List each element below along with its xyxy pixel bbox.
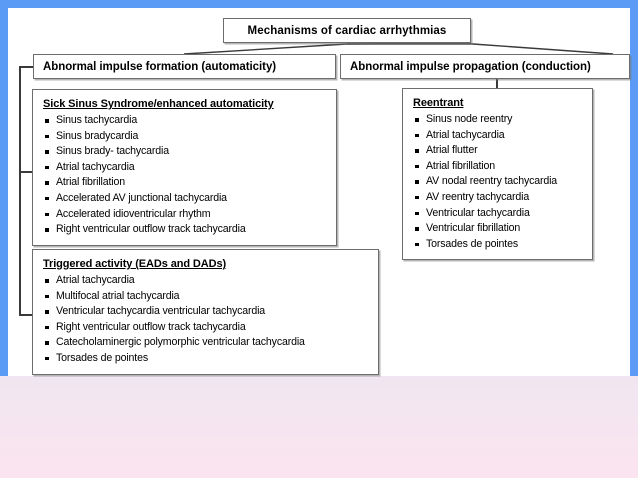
title-branch-connectors (183, 42, 614, 55)
list-item: Catecholaminergic polymorphic ventricula… (43, 335, 370, 351)
list-item: AV nodal reentry tachycardia (413, 174, 584, 190)
left-bracket-stem-box-b (19, 314, 33, 316)
group-box-sick-sinus-syndrome: Sick Sinus Syndrome/enhanced automaticit… (32, 89, 337, 246)
left-bracket-vertical (19, 66, 21, 316)
group-heading-sick-sinus-syndrome: Sick Sinus Syndrome/enhanced automaticit… (43, 98, 274, 110)
list-item: Atrial tachycardia (43, 160, 328, 176)
list-item: Torsades de pointes (43, 351, 370, 367)
branch-box-conduction: Abnormal impulse propagation (conduction… (340, 54, 630, 79)
list-item: Atrial fibrillation (43, 175, 328, 191)
list-item: Ventricular tachycardia (413, 206, 584, 222)
diagram-title-box: Mechanisms of cardiac arrhythmias (223, 18, 471, 43)
list-item: Sinus brady- tachycardia (43, 144, 328, 160)
list-item: Right ventricular outflow track tachycar… (43, 222, 328, 238)
group-heading-reentrant: Reentrant (413, 97, 464, 109)
list-item: Torsades de pointes (413, 237, 584, 253)
list-item: Accelerated AV junctional tachycardia (43, 191, 328, 207)
left-bracket-stem-top (19, 66, 34, 68)
branch-label-automaticity: Abnormal impulse formation (automaticity… (43, 60, 277, 73)
list-item: Atrial tachycardia (43, 273, 370, 289)
list-item: Atrial flutter (413, 143, 584, 159)
right-branch-stem (496, 79, 498, 89)
group-box-triggered-activity: Triggered activity (EADs and DADs) Atria… (32, 249, 379, 375)
list-item: Ventricular tachycardia ventricular tach… (43, 304, 370, 320)
group-heading-triggered-activity: Triggered activity (EADs and DADs) (43, 258, 227, 270)
list-item: AV reentry tachycardia (413, 190, 584, 206)
diagram-canvas: Mechanisms of cardiac arrhythmias Abnorm… (8, 8, 638, 384)
list-item: Sinus bradycardia (43, 129, 328, 145)
left-bracket-stem-box-a (19, 171, 33, 173)
list-item: Atrial tachycardia (413, 128, 584, 144)
branch-box-automaticity: Abnormal impulse formation (automaticity… (33, 54, 336, 79)
list-item: Right ventricular outflow track tachycar… (43, 320, 370, 336)
slide-canvas: Mechanisms of cardiac arrhythmias Abnorm… (0, 0, 638, 376)
diagram-title-label: Mechanisms of cardiac arrhythmias (247, 24, 447, 37)
list-item: Accelerated idioventricular rhythm (43, 207, 328, 223)
list-item: Ventricular fibrillation (413, 221, 584, 237)
branch-label-conduction: Abnormal impulse propagation (conduction… (350, 60, 591, 73)
list-item: Sinus tachycardia (43, 113, 328, 129)
list-item: Multifocal atrial tachycardia (43, 289, 370, 305)
list-item: Atrial fibrillation (413, 159, 584, 175)
list-item: Sinus node reentry (413, 112, 584, 128)
